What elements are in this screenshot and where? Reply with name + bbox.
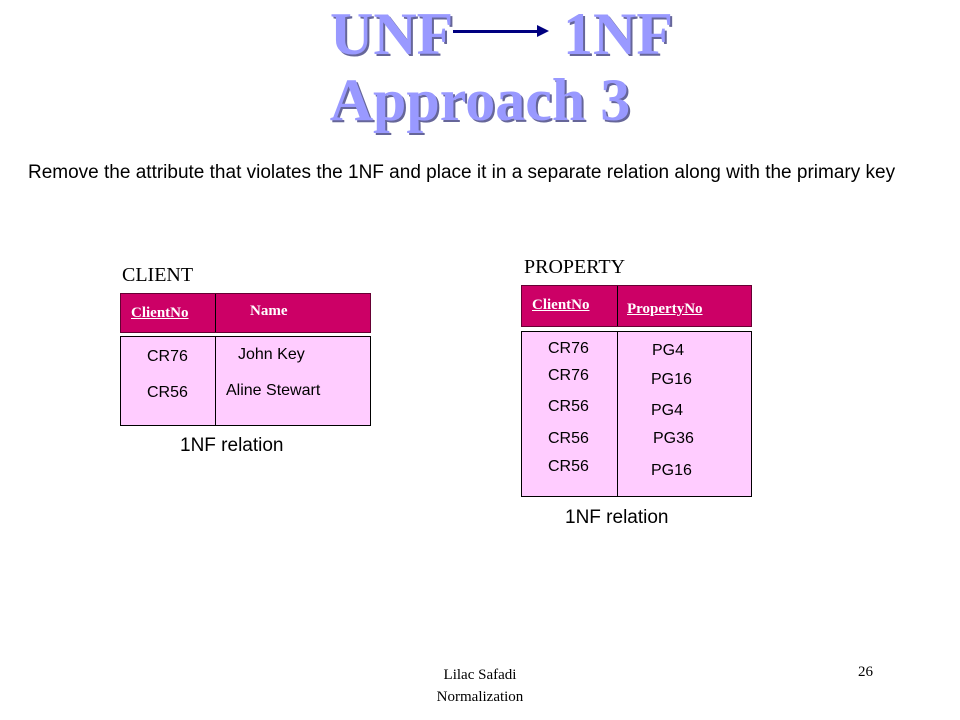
right-arrow-icon (453, 25, 549, 37)
property-row5-clientno: CR56 (548, 458, 589, 475)
property-row2-propertyno: PG16 (651, 371, 692, 388)
property-row1-clientno: CR76 (548, 340, 589, 357)
description-text: Remove the attribute that violates the 1… (28, 162, 896, 183)
property-header-clientno: ClientNo (532, 297, 590, 313)
page-number: 26 (858, 664, 873, 680)
client-body-divider (215, 337, 216, 425)
client-row1-clientno: CR76 (147, 348, 188, 365)
property-body-divider (617, 332, 618, 496)
client-row1-name: John Key (238, 346, 305, 363)
client-table-header: ClientNo Name (120, 293, 371, 333)
client-header-name: Name (250, 303, 288, 319)
client-table-body: CR76 John Key CR56 Aline Stewart (120, 336, 371, 426)
client-caption: 1NF relation (180, 435, 284, 456)
client-row2-clientno: CR56 (147, 384, 188, 401)
property-row4-propertyno: PG36 (653, 430, 694, 447)
property-row3-propertyno: PG4 (651, 402, 684, 419)
footer-author: Lilac Safadi (443, 667, 517, 683)
property-row2-clientno: CR76 (548, 367, 589, 384)
client-table-label: CLIENT (122, 264, 194, 286)
property-row5-propertyno: PG16 (651, 462, 692, 479)
footer-topic: Normalization (436, 689, 524, 705)
property-header-propertyno: PropertyNo (627, 301, 703, 317)
title-unf: UNF (330, 1, 454, 67)
property-row1-propertyno: PG4 (652, 342, 685, 359)
property-table-header: ClientNo PropertyNo (521, 285, 752, 327)
title-1nf: 1NF (563, 1, 673, 67)
client-header-clientno: ClientNo (131, 305, 189, 321)
property-table-label: PROPERTY (524, 256, 626, 278)
client-row2-name: Aline Stewart (226, 382, 321, 399)
footer-author-block: Lilac Safadi Normalization (0, 664, 960, 708)
property-row4-clientno: CR56 (548, 430, 589, 447)
slide-title-line2: Approach 3 (329, 67, 631, 133)
property-caption: 1NF relation (565, 507, 669, 528)
property-row3-clientno: CR56 (548, 398, 589, 415)
property-header-divider (617, 286, 618, 326)
property-table-body: CR76 CR76 CR56 CR56 CR56 PG4 PG16 PG4 PG… (521, 331, 752, 497)
client-header-divider (215, 294, 216, 332)
